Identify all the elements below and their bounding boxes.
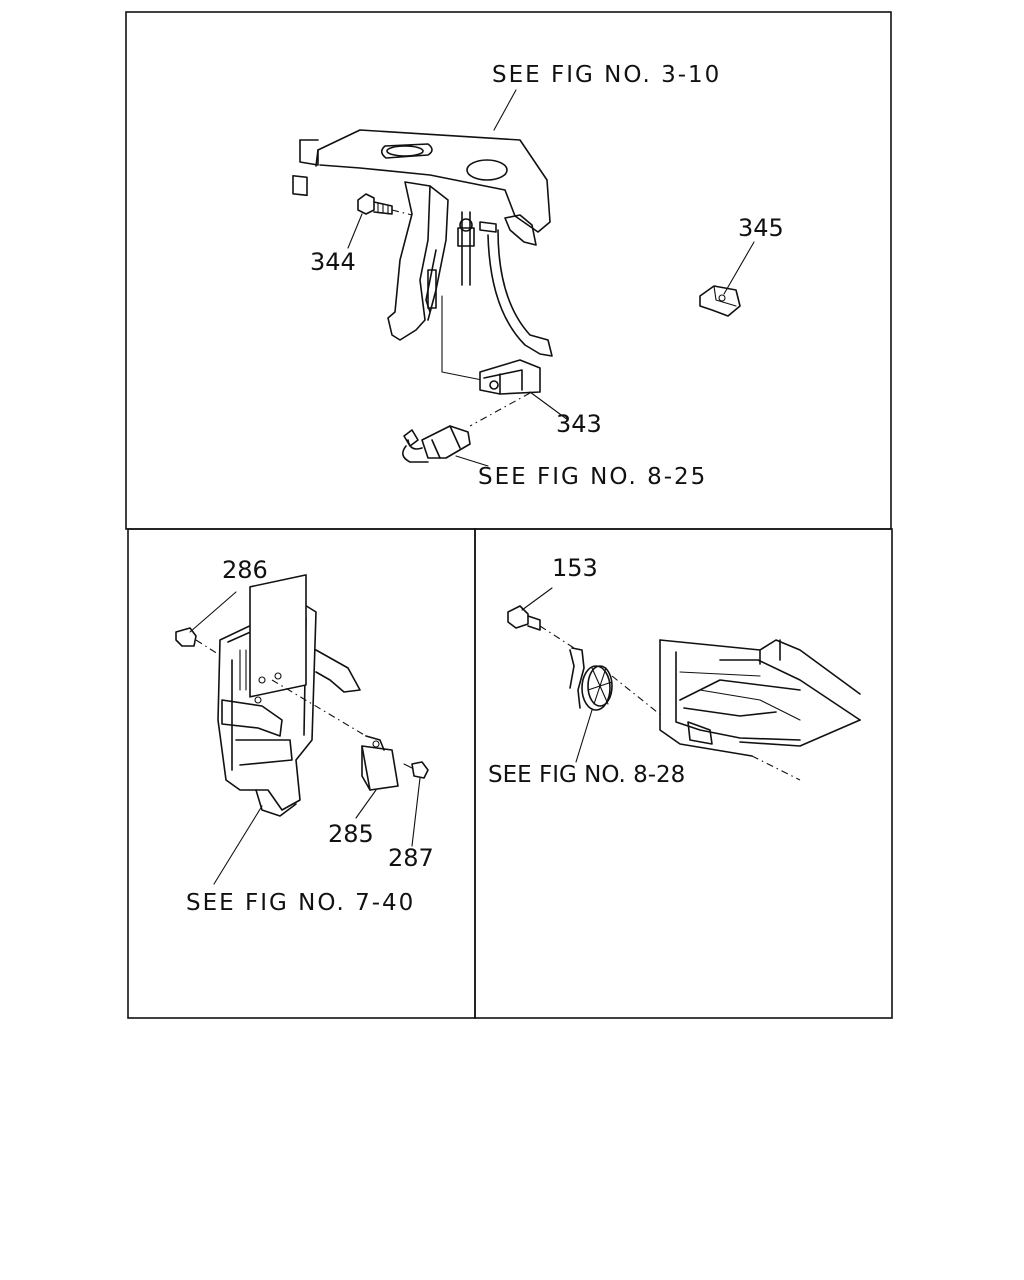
top-panel-frame — [125, 11, 892, 530]
part-number-343: 343 — [556, 410, 602, 438]
ref-label-fig-7-40: SEE FIG NO. 7-40 — [186, 890, 415, 916]
part-number-153: 153 — [552, 554, 598, 582]
ecu-bracket-drawing — [175, 574, 429, 817]
ref-label-fig-8-28: SEE FIG NO. 8-28 — [488, 762, 685, 788]
part-number-287: 287 — [388, 844, 434, 872]
part-number-344: 344 — [310, 248, 356, 276]
part-number-286: 286 — [222, 556, 268, 584]
horn-assembly-drawing — [507, 605, 861, 781]
bottom-left-leader-lines — [189, 591, 421, 885]
ref-label-fig-3-10: SEE FIG NO. 3-10 — [492, 62, 721, 88]
bottom-right-panel-frame — [474, 528, 893, 1019]
part-number-285: 285 — [328, 820, 374, 848]
ref-label-fig-8-25: SEE FIG NO. 8-25 — [478, 464, 707, 490]
top-leader-lines — [347, 89, 755, 467]
pedal-bracket-drawing — [292, 129, 741, 463]
part-number-345: 345 — [738, 214, 784, 242]
bottom-right-leader-lines — [521, 587, 593, 763]
